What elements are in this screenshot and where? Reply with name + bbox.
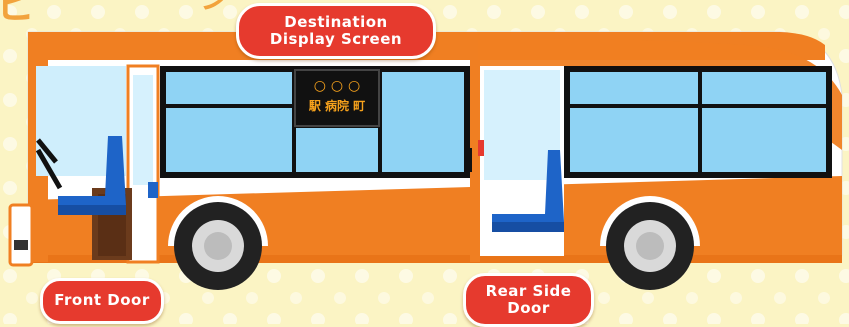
rear-door-label-line1: Rear Side	[486, 283, 572, 300]
rear-door-label: Rear Side Door	[463, 273, 594, 327]
destination-display-label: Destination Display Screen	[236, 3, 436, 59]
front-door-label-text: Front Door	[54, 292, 150, 309]
destination-display-screen: ○ ○ ○ 駅 病院 町	[295, 70, 379, 126]
front-door-label: Front Door	[40, 278, 164, 324]
rear-side-door	[464, 60, 564, 262]
destination-display-label-line2: Display Screen	[270, 31, 402, 48]
display-top-row: ○ ○ ○	[314, 78, 360, 94]
destination-display-label-line1: Destination	[284, 14, 387, 31]
display-bottom-row: 駅 病院 町	[308, 98, 365, 113]
title-fragment: ビ	[0, 0, 36, 28]
title-fragment-2: ジ	[200, 0, 230, 16]
rear-door-label-line2: Door	[507, 300, 549, 317]
rear-windows	[564, 66, 832, 178]
